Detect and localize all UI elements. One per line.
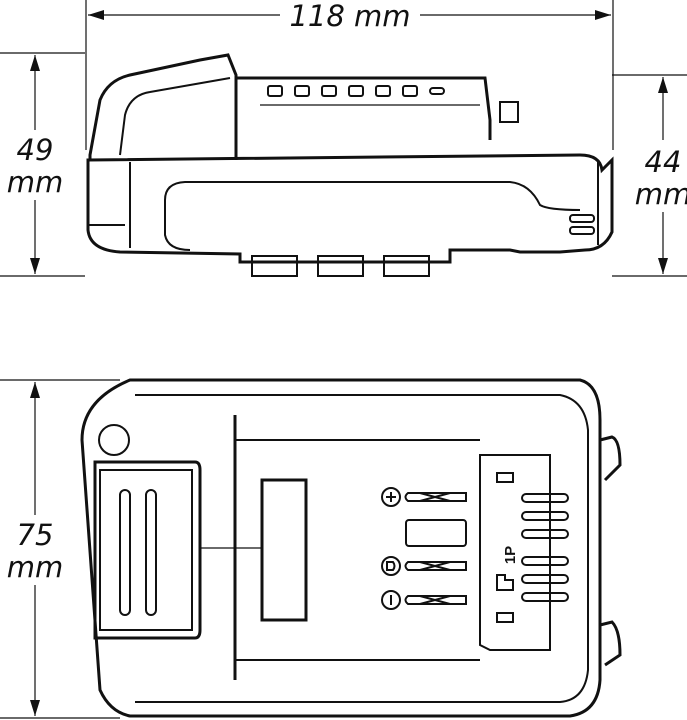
side-height-unit: mm bbox=[7, 165, 64, 199]
plus-terminal-icon bbox=[386, 492, 396, 502]
contact-pins bbox=[521, 493, 569, 602]
battery-side-view bbox=[86, 53, 614, 277]
front-height-unit: mm bbox=[635, 177, 687, 211]
front-height-dimension: 44 mm bbox=[612, 74, 687, 277]
center-slot bbox=[405, 519, 467, 547]
data-terminal bbox=[381, 556, 467, 576]
depth-dimension: 75 mm bbox=[0, 379, 120, 719]
side-height-value: 49 bbox=[17, 133, 54, 167]
side-height-dimension: 49 mm bbox=[0, 52, 85, 277]
release-button-icon bbox=[98, 424, 130, 456]
width-label: 118 mm bbox=[289, 0, 410, 33]
depth-unit: mm bbox=[7, 550, 64, 584]
width-dimension: 118 mm bbox=[85, 0, 614, 150]
battery-top-view: 1P bbox=[80, 378, 622, 718]
plus-terminal bbox=[381, 487, 467, 507]
minus-terminal bbox=[381, 590, 467, 610]
cell-config-label: 1P bbox=[502, 546, 519, 564]
data-terminal-icon bbox=[386, 561, 396, 571]
depth-value: 75 bbox=[17, 518, 54, 552]
front-height-value: 44 bbox=[645, 145, 682, 179]
